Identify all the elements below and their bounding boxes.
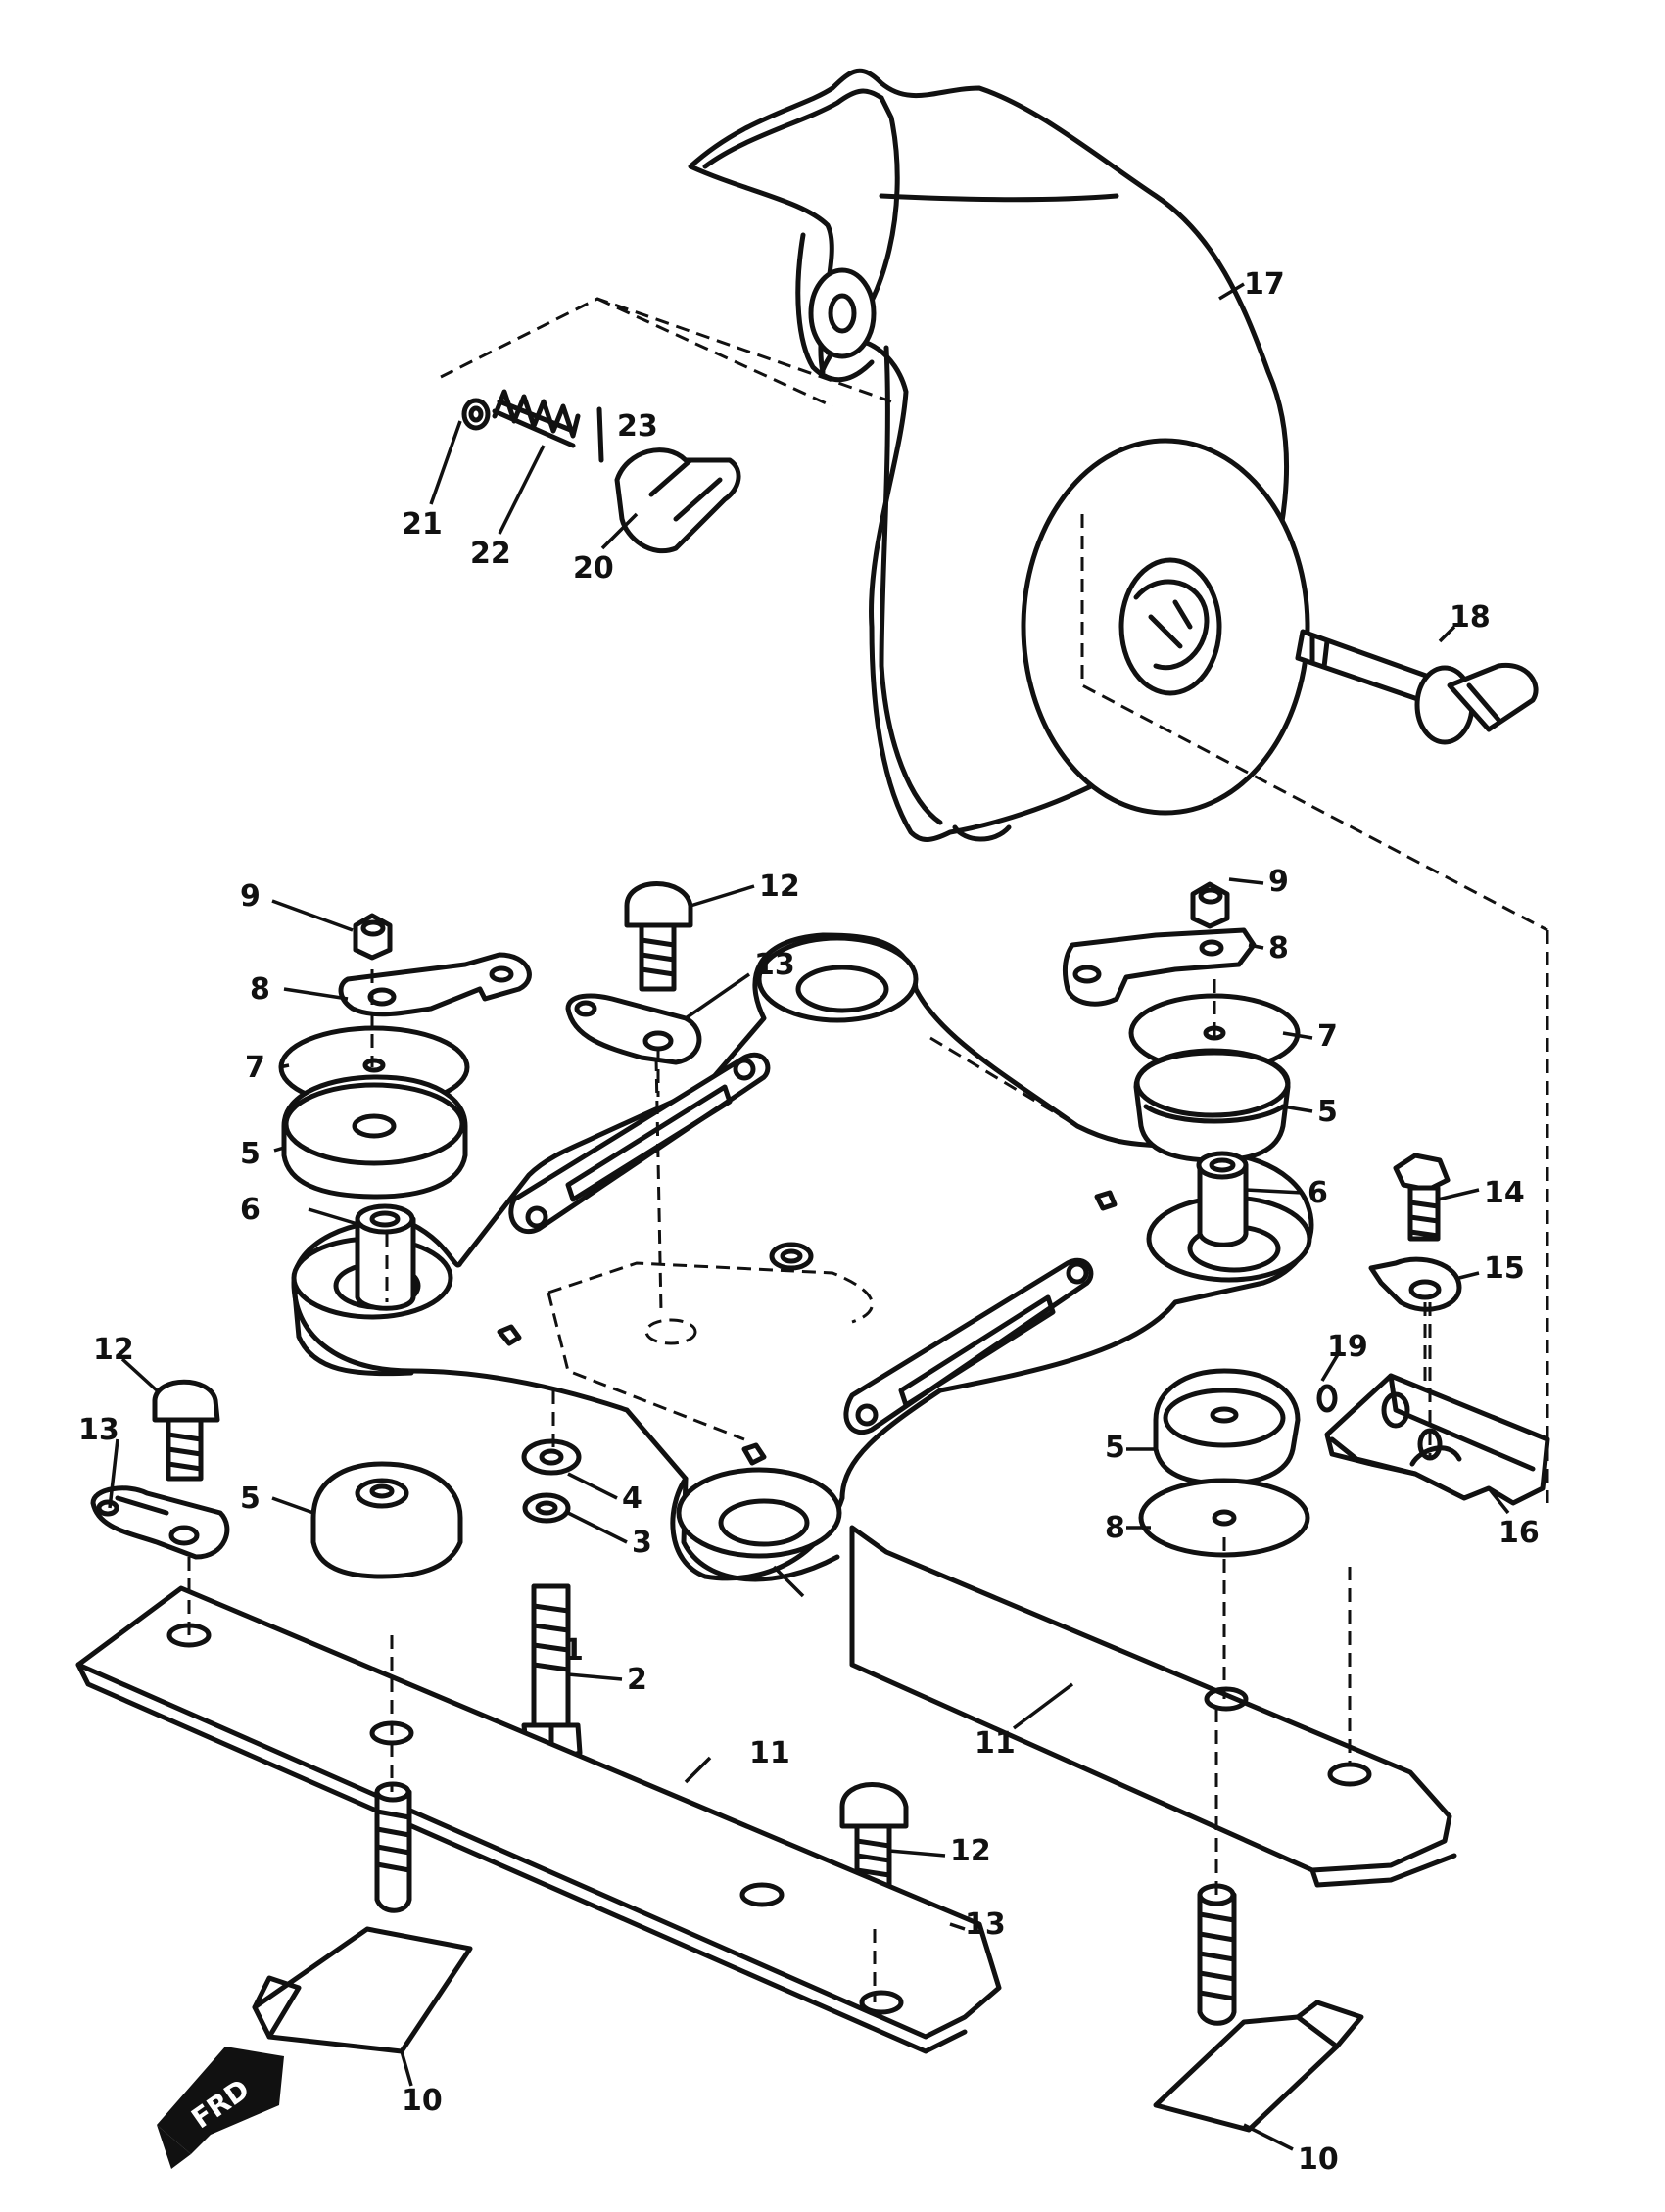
left-bolt-bracket bbox=[90, 1379, 230, 1560]
callout-19: 19 bbox=[1327, 1330, 1368, 1364]
callout-15: 15 bbox=[1484, 1251, 1525, 1286]
callout-8-right: 8 bbox=[1268, 931, 1289, 965]
top-bolt-bracket bbox=[565, 881, 702, 1065]
washer-3 bbox=[522, 1492, 571, 1524]
callout-23: 23 bbox=[617, 409, 658, 444]
pin-23 bbox=[596, 406, 604, 463]
callout-3: 3 bbox=[632, 1526, 652, 1560]
callout-13-left: 13 bbox=[78, 1413, 119, 1447]
bracket-8-right bbox=[1063, 927, 1257, 1007]
callout-14: 14 bbox=[1484, 1176, 1525, 1210]
callout-12-top: 12 bbox=[759, 870, 800, 904]
center-bolt-stack bbox=[521, 1438, 583, 1764]
callout-5-right-lower: 5 bbox=[1105, 1431, 1125, 1465]
callout-6-right: 6 bbox=[1308, 1176, 1328, 1210]
callout-10-left: 10 bbox=[402, 2084, 443, 2118]
callout-9-right: 9 bbox=[1268, 865, 1289, 899]
callout-13-top: 13 bbox=[754, 948, 795, 982]
callout-8-lower: 8 bbox=[1105, 1511, 1125, 1545]
plate-11-right bbox=[849, 1525, 1457, 1888]
washer-19 bbox=[1316, 1384, 1338, 1413]
callout-16: 16 bbox=[1498, 1516, 1540, 1550]
callout-1: 1 bbox=[563, 1633, 584, 1668]
callout-10-right: 10 bbox=[1298, 2142, 1339, 2177]
callout-8-left: 8 bbox=[250, 972, 270, 1007]
callout-21: 21 bbox=[402, 507, 443, 541]
callout-5-left-lower: 5 bbox=[240, 1482, 261, 1516]
callout-5-left-upper: 5 bbox=[240, 1137, 261, 1171]
leader-lines bbox=[108, 282, 1510, 2151]
bracket-8-left bbox=[338, 952, 532, 1017]
callout-4: 4 bbox=[622, 1482, 642, 1516]
callout-12-bottom: 12 bbox=[950, 1834, 991, 1868]
callout-2: 2 bbox=[627, 1663, 647, 1697]
callout-12-left: 12 bbox=[93, 1333, 134, 1367]
knob-screw bbox=[1295, 629, 1539, 745]
alignment-lines bbox=[187, 969, 1427, 2002]
callout-7-right: 7 bbox=[1317, 1019, 1338, 1054]
front-direction-arrow: FRD bbox=[157, 2047, 284, 2169]
washer-8-lower bbox=[1138, 1478, 1310, 1558]
bolt-clip-10-right bbox=[1153, 1883, 1364, 2133]
bolt-clip-10-left bbox=[252, 1781, 473, 2054]
left-mount-stack bbox=[278, 913, 532, 1311]
spring-22 bbox=[492, 389, 581, 448]
callout-18: 18 bbox=[1450, 600, 1491, 635]
callout-20: 20 bbox=[573, 551, 614, 586]
callout-17: 17 bbox=[1244, 267, 1285, 302]
callout-11-right: 11 bbox=[975, 1726, 1016, 1761]
collar-6-right bbox=[1197, 1162, 1249, 1247]
callout-22: 22 bbox=[470, 537, 511, 571]
washer-21 bbox=[461, 398, 491, 431]
callout-labels: 1 2 3 4 5 5 5 5 6 6 7 7 8 8 8 9 9 10 10 … bbox=[78, 267, 1540, 2177]
callout-13-bottom: 13 bbox=[965, 1907, 1006, 1942]
cover-shroud bbox=[688, 68, 1548, 932]
plate-11-left bbox=[75, 1585, 1002, 2054]
callout-9-left: 9 bbox=[240, 879, 261, 914]
fastener-knob-assembly bbox=[440, 297, 892, 554]
right-bolt-washer bbox=[1368, 1153, 1462, 1312]
knob-20 bbox=[614, 447, 741, 554]
lower-right-bushing bbox=[1138, 1368, 1310, 1558]
callout-5-right-upper: 5 bbox=[1317, 1095, 1338, 1129]
callout-11-left: 11 bbox=[749, 1736, 790, 1770]
callout-6-left: 6 bbox=[240, 1193, 261, 1227]
washer-4 bbox=[521, 1438, 582, 1476]
lower-left-bushing bbox=[310, 1461, 463, 1579]
callout-7-left: 7 bbox=[245, 1051, 265, 1085]
